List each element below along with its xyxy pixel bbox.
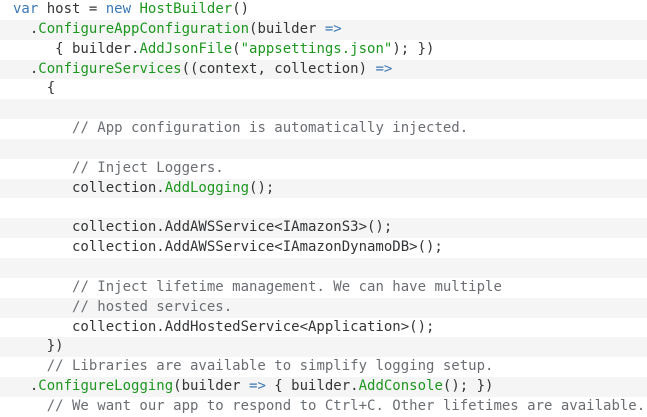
code-token: ((context, collection) xyxy=(181,60,376,77)
code-token: // Libraries are available to simplify l… xyxy=(46,358,494,375)
code-token xyxy=(13,160,72,176)
code-line: collection.AddAWSService<IAmazonS3>(); xyxy=(0,218,647,239)
code-token: . xyxy=(13,60,39,77)
code-line: // App configuration is automatically in… xyxy=(0,119,647,139)
code-line: // We want our app to respond to Ctrl+C.… xyxy=(0,396,647,417)
code-token: . xyxy=(13,20,39,37)
code-token xyxy=(13,358,47,374)
code-line: collection.AddLogging(); xyxy=(0,178,647,199)
code-line: collection.AddAWSService<IAmazonDynamoDB… xyxy=(0,238,647,258)
code-token: // Inject Loggers. xyxy=(72,159,224,176)
code-token: () xyxy=(232,1,250,17)
code-token: ); }) xyxy=(392,40,435,57)
code-token: { builder. xyxy=(13,40,140,57)
code-token xyxy=(13,279,72,295)
code-line: // hosted services. xyxy=(0,297,647,318)
code-line: .ConfigureServices((context, collection)… xyxy=(0,59,647,80)
code-token: collection.AddHostedService<Application>… xyxy=(13,318,435,335)
code-token: var xyxy=(13,1,39,17)
code-line xyxy=(0,138,647,159)
code-token: collection. xyxy=(13,179,165,196)
code-token: "appsettings.json" xyxy=(240,40,393,57)
code-token xyxy=(13,398,47,414)
code-token: // Inject lifetime management. We can ha… xyxy=(72,278,502,295)
code-line: { builder.AddJsonFile("appsettings.json"… xyxy=(0,39,647,60)
code-line: .ConfigureAppConfiguration(builder => xyxy=(0,19,647,40)
code-token: { builder. xyxy=(265,378,359,395)
code-token: host = xyxy=(38,1,106,17)
code-token: ( xyxy=(232,40,241,57)
code-line: // Libraries are available to simplify l… xyxy=(0,357,647,378)
code-token: collection.AddAWSService<IAmazonS3>(); xyxy=(13,219,393,236)
code-line xyxy=(0,257,647,278)
code-token: // App configuration is automatically in… xyxy=(72,120,469,137)
code-token: . xyxy=(13,378,39,395)
code-token: collection.AddAWSService<IAmazonDynamoDB… xyxy=(13,239,443,256)
code-line: .ConfigureLogging(builder => { builder.A… xyxy=(0,377,647,397)
code-line: // Inject Loggers. xyxy=(0,158,647,179)
code-token: (builder xyxy=(173,378,250,395)
code-line: collection.AddHostedService<Application>… xyxy=(0,317,647,338)
code-token: (builder xyxy=(249,20,325,37)
code-token: (); xyxy=(249,179,275,196)
code-token: => xyxy=(324,20,342,37)
code-token xyxy=(13,120,72,136)
code-token: ConfigureServices xyxy=(38,60,182,77)
code-line: { xyxy=(0,79,647,100)
code-token: // hosted services. xyxy=(72,298,233,315)
code-token: { xyxy=(13,80,56,97)
code-token: }) xyxy=(13,338,64,355)
code-token: // We want our app to respond to Ctrl+C.… xyxy=(46,397,646,414)
code-token: AddConsole xyxy=(358,378,443,395)
code-line: // Inject lifetime management. We can ha… xyxy=(0,277,647,298)
code-line xyxy=(0,99,647,120)
code-token: new xyxy=(105,1,132,17)
code-token: ConfigureLogging xyxy=(38,378,174,395)
code-token: HostBuilder xyxy=(139,1,233,17)
code-line: }) xyxy=(0,337,647,358)
code-line: var host = new HostBuilder() xyxy=(0,0,647,20)
code-token: => xyxy=(375,60,393,77)
code-line xyxy=(0,198,647,219)
code-token: ConfigureAppConfiguration xyxy=(38,20,250,37)
code-token: AddLogging xyxy=(164,179,250,196)
code-token xyxy=(13,299,72,315)
code-token: (); }) xyxy=(442,378,494,395)
code-token: => xyxy=(249,378,266,395)
code-token: AddJsonFile xyxy=(139,40,233,57)
